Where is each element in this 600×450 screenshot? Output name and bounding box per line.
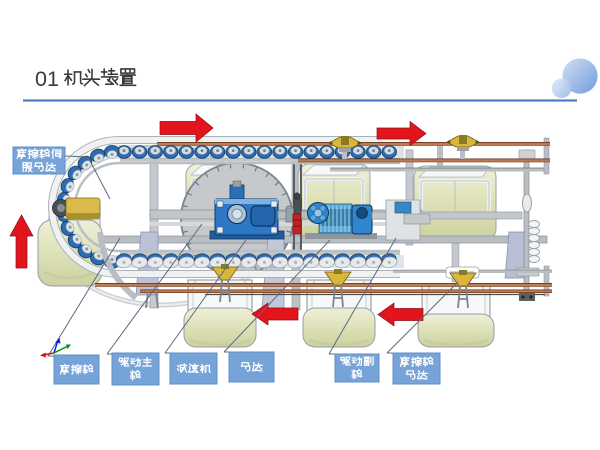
svg-text:01: 01 bbox=[35, 67, 59, 91]
